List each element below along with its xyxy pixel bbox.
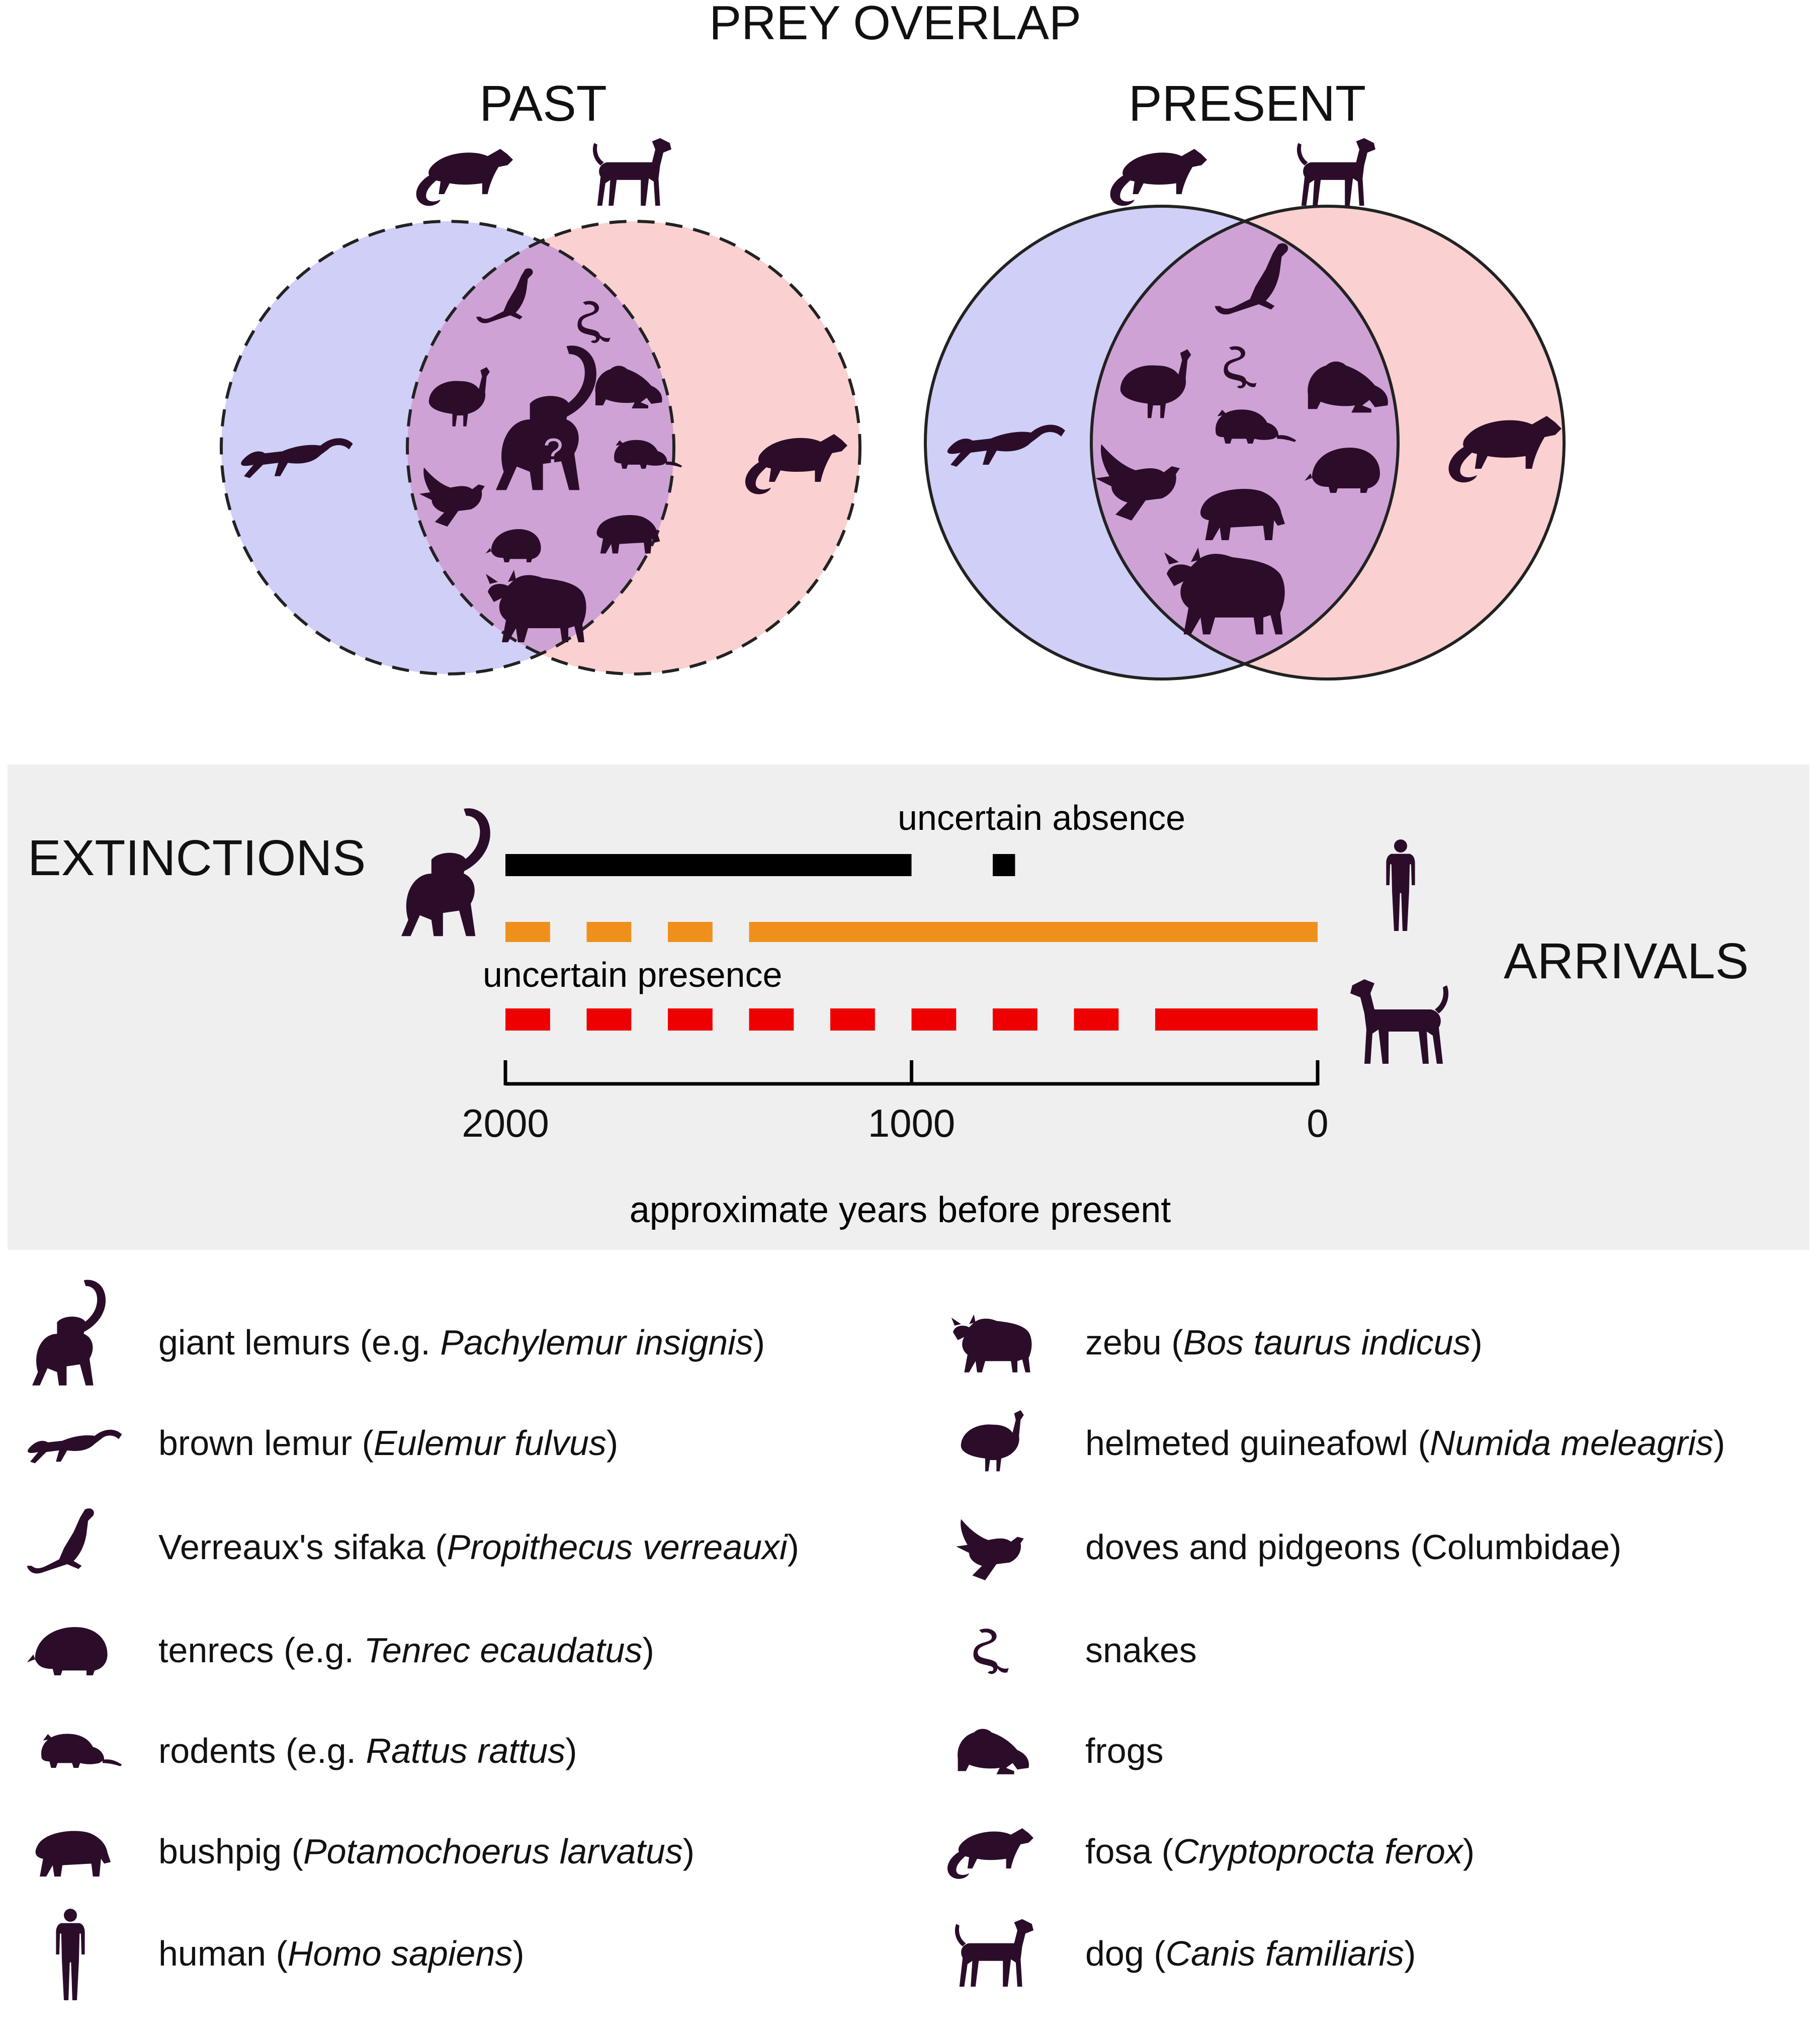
fosa-circle-outline xyxy=(924,205,1400,680)
legend-item-right: fosa (Cryptoprocta ferox) xyxy=(947,1828,1475,1879)
legend-label: doves and pidgeons (Columbidae) xyxy=(1085,1527,1621,1567)
question-mark: ? xyxy=(544,431,563,470)
legend-item-right: snakes xyxy=(973,1629,1197,1674)
legend-label: helmeted guineafowl (Numida meleagris) xyxy=(1085,1423,1725,1463)
zebu-icon xyxy=(951,1314,1032,1373)
dashed-segment xyxy=(668,922,713,942)
legend-item-left: tenrecs (e.g. Tenrec ecaudatus) xyxy=(27,1627,654,1675)
timeline-panel: EXTINCTIONS ARRIVALS uncertain absence unce… xyxy=(8,764,1809,1250)
extinctions-label: EXTINCTIONS xyxy=(28,830,366,886)
frog-icon xyxy=(958,1729,1029,1774)
venn-past-label: PAST xyxy=(479,75,607,132)
legend-item-right: frogs xyxy=(958,1729,1164,1774)
axis-title: approximate years before present xyxy=(630,1190,1171,1230)
dog-icon xyxy=(592,138,671,206)
dog-circle-outline xyxy=(1090,205,1566,680)
legend-label: brown lemur (Eulemur fulvus) xyxy=(158,1423,618,1463)
legend-label: Verreaux's sifaka (Propithecus verreauxi… xyxy=(158,1527,799,1567)
giant-lemur-icon xyxy=(32,1280,106,1386)
fosa-icon xyxy=(947,1828,1033,1879)
tick-label: 2000 xyxy=(462,1101,549,1145)
arrivals-label: ARRIVALS xyxy=(1504,933,1749,989)
human-timeline-bar xyxy=(505,922,1318,942)
legend-label: dog (Canis familiaris) xyxy=(1085,1934,1416,1973)
legend-item-left: giant lemurs (e.g. Pachylemur insignis) xyxy=(32,1280,765,1386)
dog-circle-outline xyxy=(406,220,861,675)
brown-lemur-icon xyxy=(28,1429,122,1464)
uncertain-absence-label: uncertain absence xyxy=(898,798,1185,837)
dashed-segment xyxy=(505,1008,550,1031)
figure-title: PREY OVERLAP xyxy=(709,0,1081,50)
guineafowl-icon xyxy=(961,1410,1024,1472)
fosa-circle-outline xyxy=(220,220,675,675)
snake-icon xyxy=(973,1629,1009,1674)
dashed-segment xyxy=(749,1008,794,1031)
legend-item-right: helmeted guineafowl (Numida meleagris) xyxy=(961,1410,1725,1472)
dashed-segment xyxy=(1074,1008,1119,1031)
giant-lemurs-timeline-bar xyxy=(505,854,1015,876)
uncertain-presence-label: uncertain presence xyxy=(483,955,782,994)
legend-label: zebu (Bos taurus indicus) xyxy=(1085,1323,1483,1362)
dashed-segment xyxy=(505,922,550,942)
dog-icon xyxy=(955,1919,1033,1987)
legend-item-left: rodents (e.g. Rattus rattus) xyxy=(41,1731,577,1770)
legend-label: bushpig (Potamochoerus larvatus) xyxy=(158,1832,695,1871)
species-legend: giant lemurs (e.g. Pachylemur insignis) b… xyxy=(27,1280,1725,2000)
bushpig-icon xyxy=(35,1831,111,1877)
legend-label: fosa (Cryptoprocta ferox) xyxy=(1085,1832,1475,1871)
venn-present-label: PRESENT xyxy=(1129,75,1366,132)
legend-label: giant lemurs (e.g. Pachylemur insignis) xyxy=(158,1323,765,1362)
legend-label: frogs xyxy=(1085,1731,1164,1770)
dashed-segment xyxy=(993,1008,1037,1031)
dashed-segment xyxy=(993,854,1015,876)
legend-item-right: doves and pidgeons (Columbidae) xyxy=(956,1519,1621,1580)
dog-icon xyxy=(1296,138,1375,206)
human-icon xyxy=(56,1909,85,2000)
tenrec-icon xyxy=(27,1627,108,1675)
dashed-segment xyxy=(586,922,632,942)
legend-item-left: Verreaux's sifaka (Propithecus verreauxi… xyxy=(27,1508,799,1574)
legend-item-left: bushpig (Potamochoerus larvatus) xyxy=(35,1831,695,1877)
tick-label: 1000 xyxy=(868,1101,956,1145)
rodent-icon xyxy=(41,1734,122,1768)
legend-label: snakes xyxy=(1085,1631,1197,1670)
venn-past: PAST? xyxy=(220,75,861,675)
dove-icon xyxy=(956,1519,1024,1580)
legend-item-right: zebu (Bos taurus indicus) xyxy=(951,1314,1483,1373)
timeline-background xyxy=(8,764,1809,1250)
tick-label: 0 xyxy=(1307,1101,1328,1145)
legend-item-left: human (Homo sapiens) xyxy=(56,1909,525,2000)
dashed-segment xyxy=(911,1008,957,1031)
legend-item-left: brown lemur (Eulemur fulvus) xyxy=(28,1423,618,1464)
dog-timeline-bar xyxy=(505,1008,1318,1031)
solid-segment xyxy=(505,854,912,876)
solid-segment xyxy=(749,922,1318,942)
legend-label: tenrecs (e.g. Tenrec ecaudatus) xyxy=(158,1631,654,1670)
solid-segment xyxy=(1155,1008,1318,1031)
fosa-icon xyxy=(416,149,513,206)
dashed-segment xyxy=(668,1008,713,1031)
legend-label: rodents (e.g. Rattus rattus) xyxy=(158,1731,577,1770)
legend-label: human (Homo sapiens) xyxy=(158,1934,525,1973)
dashed-segment xyxy=(586,1008,632,1031)
venn-present: PRESENT xyxy=(924,75,1566,680)
legend-item-right: dog (Canis familiaris) xyxy=(955,1919,1416,1987)
time-axis: 2000 1000 0 xyxy=(462,1060,1329,1145)
fosa-icon xyxy=(1110,149,1207,206)
dashed-segment xyxy=(830,1008,875,1031)
sifaka-icon xyxy=(27,1508,94,1574)
